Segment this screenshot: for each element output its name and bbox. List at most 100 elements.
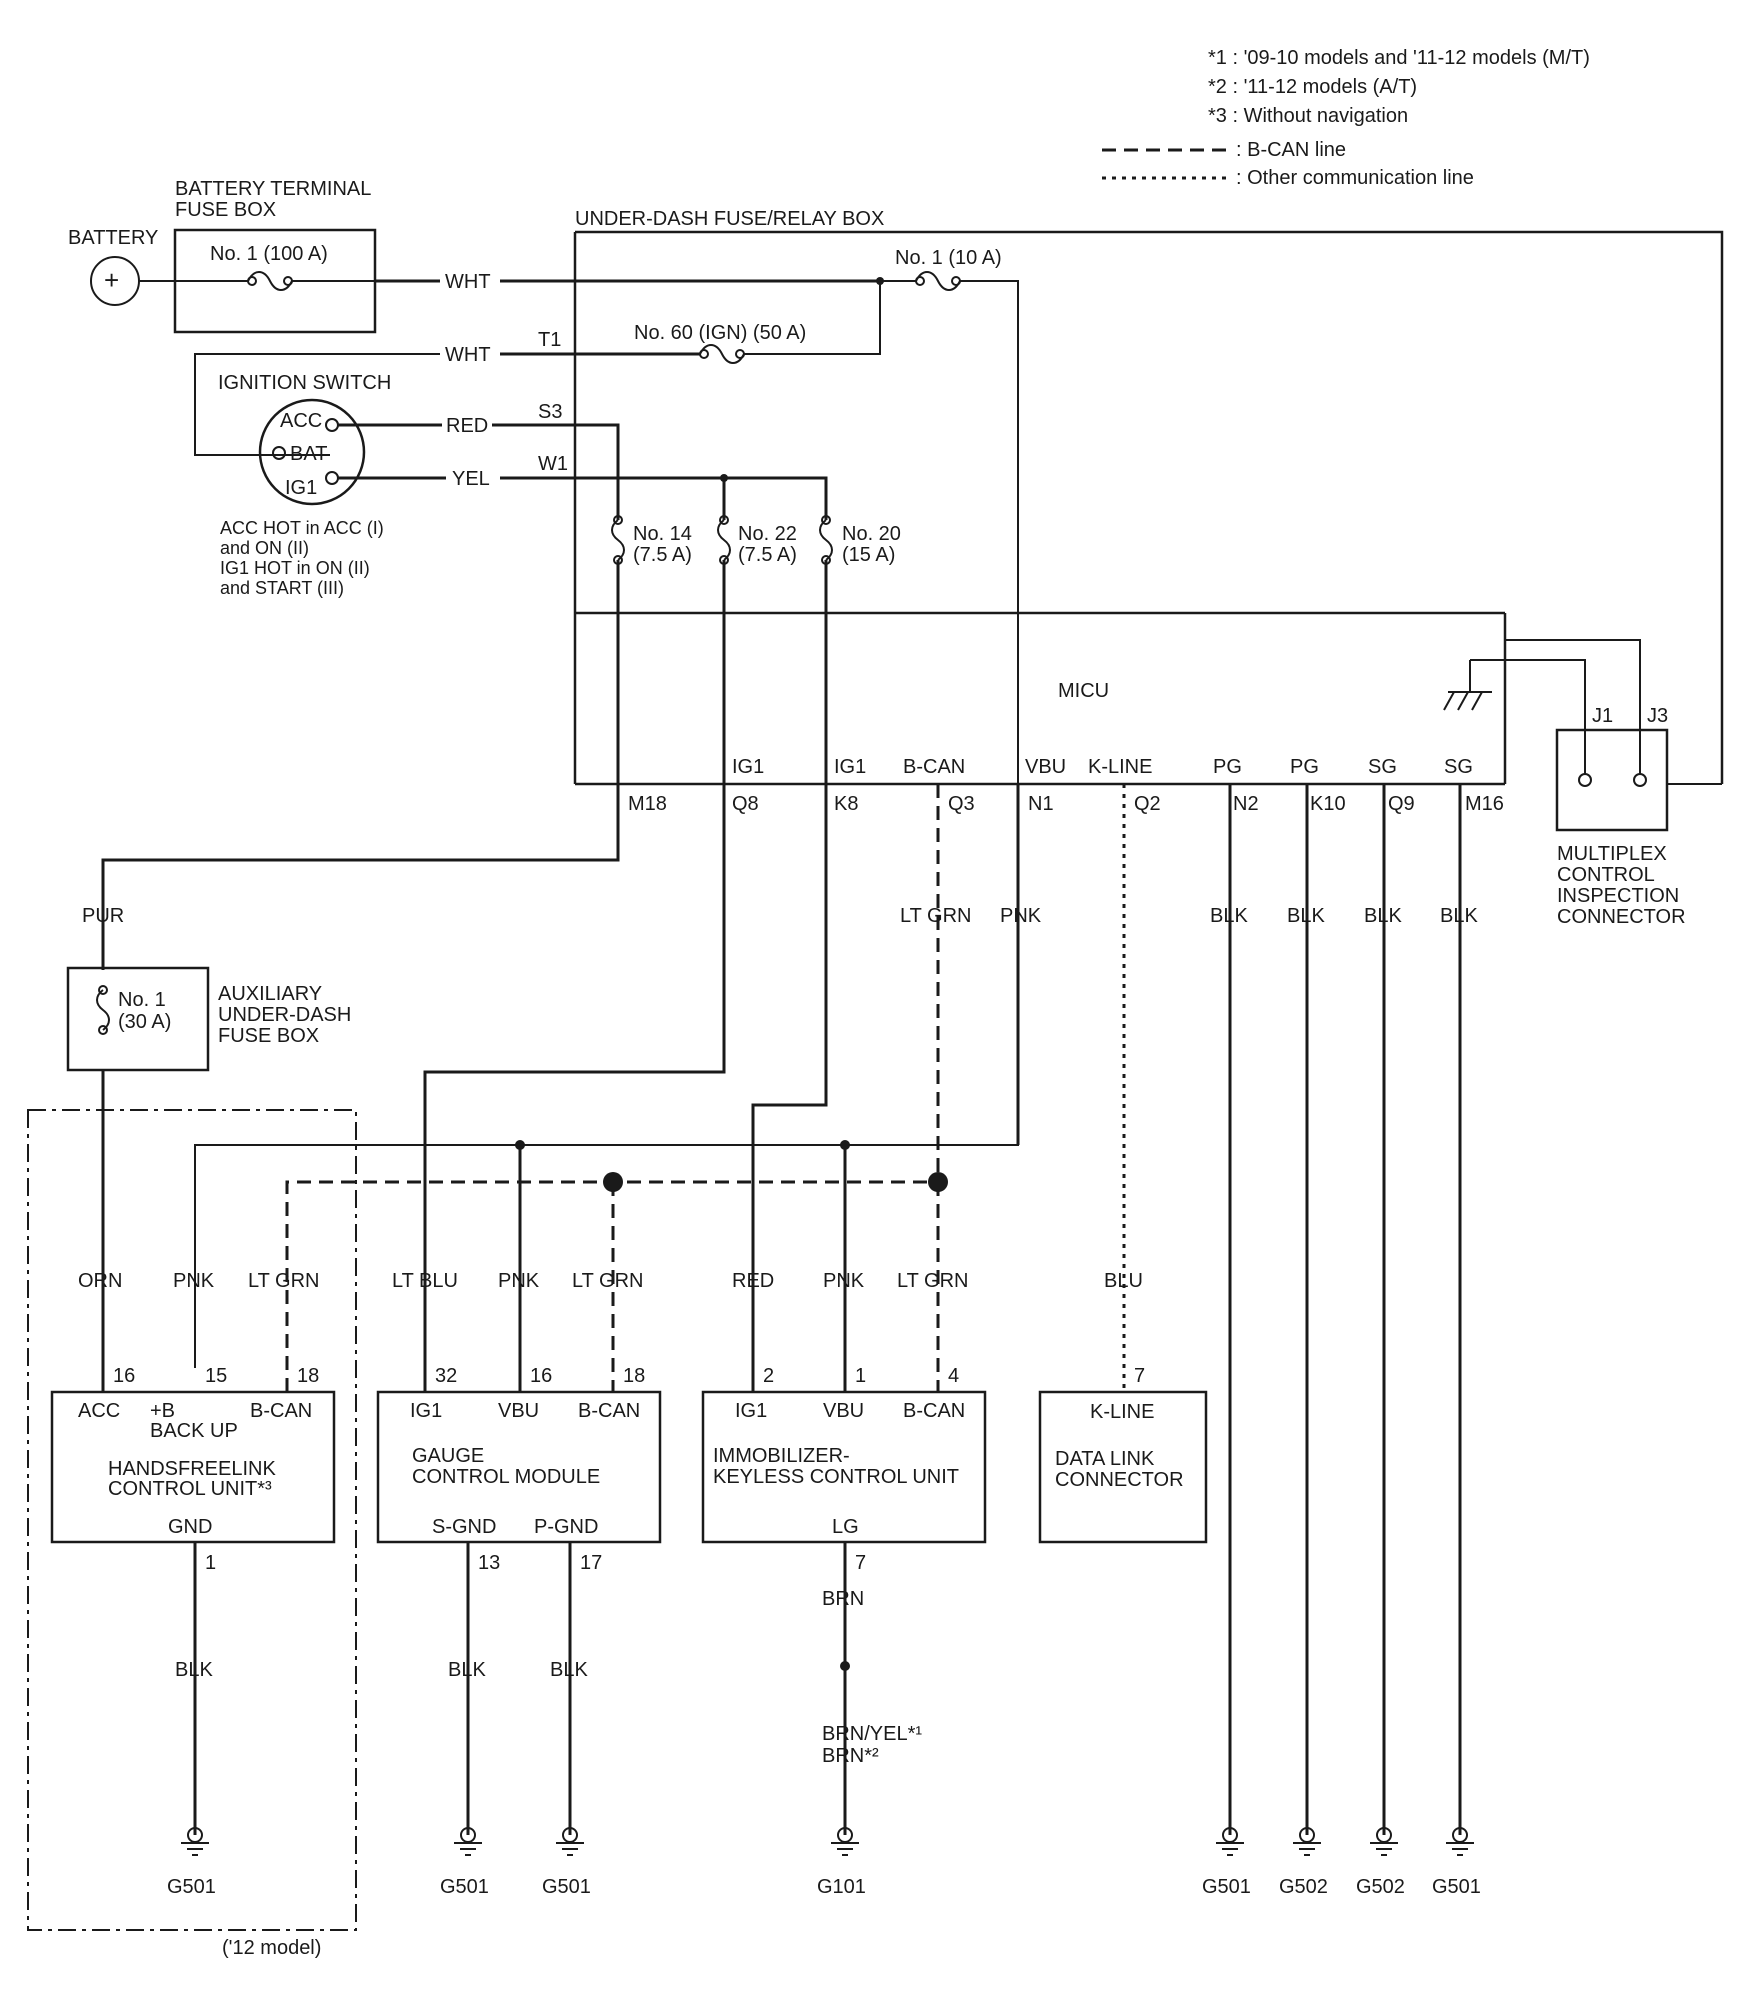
dlc-pin-7: 7 bbox=[1134, 1365, 1145, 1387]
ignition-note-1: ACC HOT in ACC (I) bbox=[220, 518, 384, 538]
legend-other: : Other communication line bbox=[1236, 167, 1474, 189]
multiplex-label-2: CONTROL bbox=[1557, 864, 1655, 886]
legend-bcan: : B-CAN line bbox=[1236, 139, 1346, 161]
ground-icon bbox=[556, 1827, 584, 1856]
gauge-pin-32: 32 bbox=[435, 1365, 457, 1387]
hf-pin-16: 16 bbox=[113, 1365, 135, 1387]
hf-gnd-wire: BLK bbox=[175, 1659, 213, 1681]
handsfree-model-note: ('12 model) bbox=[222, 1937, 321, 1959]
terminal-fusebox-title-2: FUSE BOX bbox=[175, 199, 276, 221]
legend: *1 : '09-10 models and '11-12 models (M/… bbox=[1102, 47, 1590, 189]
ground-icon bbox=[1370, 1827, 1398, 1856]
fuse-100a bbox=[139, 271, 375, 291]
micu-pin-ig1-a: IG1 bbox=[732, 756, 764, 778]
hf-name-1: HANDSFREELINK bbox=[108, 1458, 276, 1480]
gauge-control-module bbox=[376, 1390, 662, 1544]
micu-term-n2: N2 bbox=[1233, 793, 1259, 815]
imm-name-2: KEYLESS CONTROL UNIT bbox=[713, 1466, 959, 1488]
hf-term-b: +B bbox=[150, 1400, 175, 1422]
wire-acc-path bbox=[101, 560, 620, 970]
dlc-wire-blu: BLU bbox=[1104, 1270, 1143, 1292]
multiplex-j3: J3 bbox=[1647, 705, 1668, 727]
gauge-pin-18: 18 bbox=[623, 1365, 645, 1387]
imm-gnd-wire2-b: BRN*² bbox=[822, 1745, 879, 1767]
fuse-no20-label-1: No. 20 bbox=[842, 523, 901, 545]
battery-plus: + bbox=[104, 265, 119, 295]
underdash-box-top bbox=[575, 230, 1724, 784]
ground-icon bbox=[1446, 1827, 1474, 1856]
imm-term-ig1: IG1 bbox=[735, 1400, 767, 1422]
imm-term-bcan: B-CAN bbox=[903, 1400, 965, 1422]
multiplex-label-4: CONNECTOR bbox=[1557, 906, 1686, 928]
hf-gnd-pin: 1 bbox=[205, 1552, 216, 1574]
dlc-term-kline: K-LINE bbox=[1090, 1401, 1154, 1423]
wire-blk-k10: BLK bbox=[1287, 905, 1325, 927]
wire-blk-q9: BLK bbox=[1364, 905, 1402, 927]
micu-term-n1: N1 bbox=[1028, 793, 1054, 815]
ignition-bat: BAT bbox=[290, 443, 327, 465]
fuse-no1-10a-label: No. 1 (10 A) bbox=[895, 247, 1002, 269]
wire-wht-1: WHT bbox=[445, 271, 491, 293]
gauge-sgnd: S-GND bbox=[432, 1516, 496, 1538]
ignition-note-3: IG1 HOT in ON (II) bbox=[220, 558, 370, 578]
imm-pin-4: 4 bbox=[948, 1365, 959, 1387]
gauge-gnd-pin-17: 17 bbox=[580, 1552, 602, 1574]
wire-pnk-vbu: PNK bbox=[1000, 905, 1042, 927]
ground-icon bbox=[1293, 1827, 1321, 1856]
imm-name-1: IMMOBILIZER- bbox=[713, 1445, 850, 1467]
micu-pin-kline: K-LINE bbox=[1088, 756, 1152, 778]
gauge-wire-ltblu: LT BLU bbox=[392, 1270, 458, 1292]
gauge-name-1: GAUGE bbox=[412, 1445, 484, 1467]
multiplex-label-3: INSPECTION bbox=[1557, 885, 1679, 907]
fuse-no14-label-2: (7.5 A) bbox=[633, 544, 692, 566]
ground-right-3: G502 bbox=[1356, 1876, 1405, 1898]
micu-term-q9: Q9 bbox=[1388, 793, 1415, 815]
wire-red-imm-path bbox=[751, 560, 828, 1392]
ignition-bat-feed bbox=[194, 353, 440, 456]
imm-gnd-wire2-a: BRN/YEL*¹ bbox=[822, 1723, 922, 1745]
micu-term-k8: K8 bbox=[834, 793, 858, 815]
micu-pin-ig1-b: IG1 bbox=[834, 756, 866, 778]
hf-term-bcan: B-CAN bbox=[250, 1400, 312, 1422]
imm-wire-pnk: PNK bbox=[823, 1270, 865, 1292]
ground-gauge-1: G501 bbox=[440, 1876, 489, 1898]
imm-gnd: LG bbox=[832, 1516, 859, 1538]
gauge-wire-ltgrn: LT GRN bbox=[572, 1270, 644, 1292]
battery-label: BATTERY bbox=[68, 227, 158, 249]
wire-pur: PUR bbox=[82, 905, 124, 927]
fuse-no20 bbox=[819, 519, 833, 561]
imm-wire-red: RED bbox=[732, 1270, 774, 1292]
fuse-no20-label-2: (15 A) bbox=[842, 544, 895, 566]
legend-note1: *1 : '09-10 models and '11-12 models (M/… bbox=[1208, 47, 1590, 69]
imm-term-vbu: VBU bbox=[823, 1400, 864, 1422]
multiplex-connector bbox=[1555, 728, 1669, 832]
fuse-no14-label-1: No. 14 bbox=[633, 523, 692, 545]
hf-name-2: CONTROL UNIT*³ bbox=[108, 1478, 272, 1500]
ignition-acc: ACC bbox=[280, 410, 322, 432]
aux-fusebox-label-1: AUXILIARY bbox=[218, 983, 322, 1005]
terminal-w1: W1 bbox=[538, 453, 568, 475]
micu-pin-sg-a: SG bbox=[1368, 756, 1397, 778]
legend-note2: *2 : '11-12 models (A/T) bbox=[1208, 76, 1417, 98]
wire-wht-2: WHT bbox=[445, 344, 491, 366]
gauge-gnd-pin-13: 13 bbox=[478, 1552, 500, 1574]
aux-fuse-30a bbox=[96, 989, 110, 1031]
gauge-wire-pnk: PNK bbox=[498, 1270, 540, 1292]
wire-blk-m16: BLK bbox=[1440, 905, 1478, 927]
ground-right-4: G501 bbox=[1432, 1876, 1481, 1898]
ground-icon bbox=[1216, 1827, 1244, 1856]
aux-fusebox-label-2: UNDER-DASH bbox=[218, 1004, 351, 1026]
fuse-no14 bbox=[611, 519, 625, 561]
multiplex-j1: J1 bbox=[1592, 705, 1613, 727]
handsfree-control-unit bbox=[50, 1390, 336, 1544]
wire-blk-n2: BLK bbox=[1210, 905, 1248, 927]
micu-term-q2: Q2 bbox=[1134, 793, 1161, 815]
hf-term-backup: BACK UP bbox=[150, 1420, 238, 1442]
aux-fuse-label-1: No. 1 bbox=[118, 989, 166, 1011]
handsfree-model-region bbox=[27, 1109, 357, 1931]
imm-gnd-wire: BRN bbox=[822, 1588, 864, 1610]
wire-ltblu-path bbox=[423, 560, 726, 1392]
gauge-term-bcan: B-CAN bbox=[578, 1400, 640, 1422]
fuse-no1-10a bbox=[194, 271, 1019, 1368]
aux-fusebox-label-3: FUSE BOX bbox=[218, 1025, 319, 1047]
